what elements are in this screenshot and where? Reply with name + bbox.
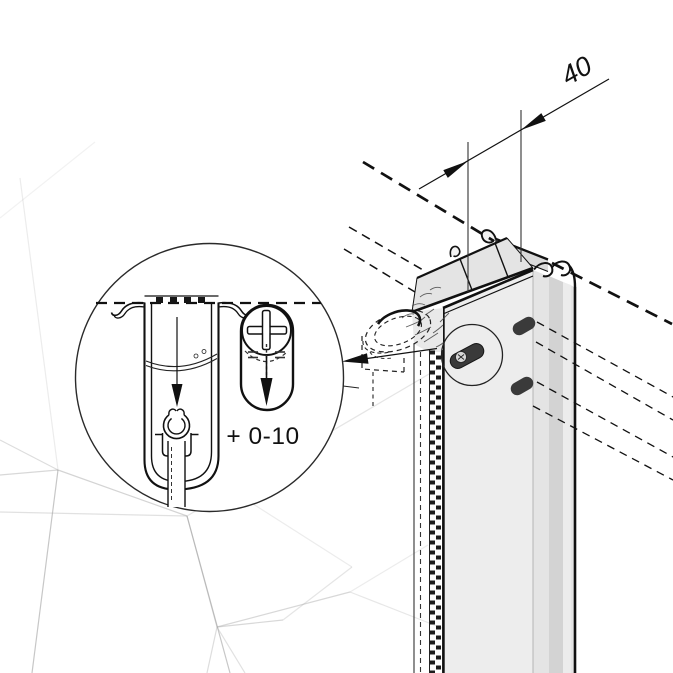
channel-down-arrow-icon <box>171 317 183 407</box>
detail-circle: + 0-10 <box>74 242 345 513</box>
adjustment-screw <box>239 303 295 412</box>
post-top-face <box>411 236 534 314</box>
face-detail-indicator <box>440 323 504 387</box>
stem-plate <box>167 440 186 507</box>
screw-down-arrow-icon <box>260 356 273 406</box>
detail-leader-arrow <box>342 347 438 364</box>
leader-arrowhead-icon <box>342 353 369 364</box>
post <box>342 229 577 673</box>
internal-wall-line <box>459 258 473 291</box>
internal-wall-line <box>494 242 509 278</box>
channel-serrated-top <box>156 297 205 303</box>
adjustment-range-label: + 0-10 <box>226 423 299 450</box>
c-clip <box>162 408 191 440</box>
gasket-strip <box>413 344 443 673</box>
dimension-arrow-icon <box>521 113 546 130</box>
hidden-bracket <box>342 336 405 408</box>
phillips-screw-head-icon <box>246 309 288 351</box>
back-wall-curl <box>449 245 461 258</box>
mounting-slot <box>510 376 534 396</box>
glass-plane-dashed-lines <box>343 160 673 481</box>
detail-circle-outline <box>74 242 345 513</box>
mounting-slot <box>512 316 536 336</box>
channel-seat-arc <box>145 349 218 372</box>
post-side-face <box>533 270 577 673</box>
post-front-face <box>442 268 534 673</box>
dimension-arrow-icon <box>443 161 468 178</box>
